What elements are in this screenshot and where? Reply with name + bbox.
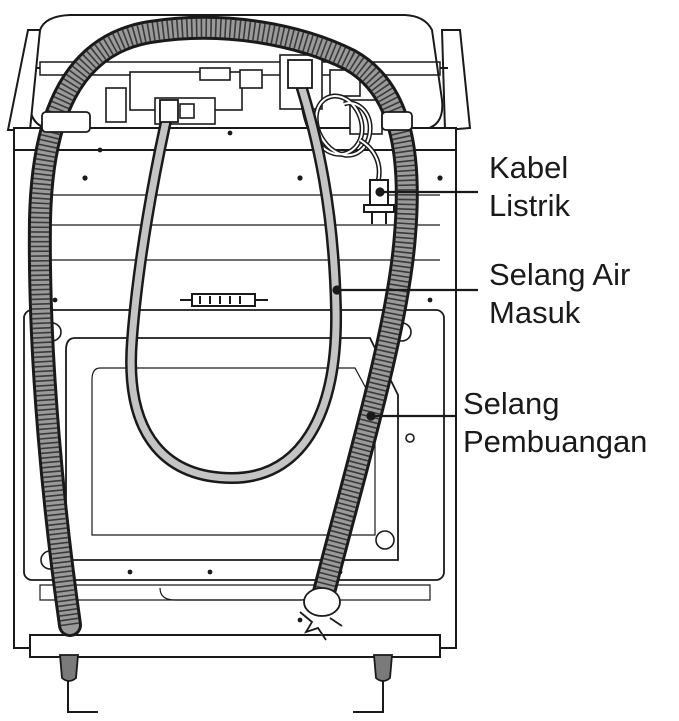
- inlet-hose-label-line1: Selang Air: [489, 257, 630, 292]
- inlet-connector: [159, 59, 313, 123]
- lid-side-right: [440, 29, 472, 132]
- inlet-hose-label-line2: Masuk: [489, 295, 581, 330]
- hose-holders: [41, 111, 413, 133]
- floor-markers: [67, 680, 384, 713]
- inlet-hose: [125, 76, 343, 485]
- back-panel: [23, 309, 445, 581]
- leader-lines: [332, 187, 478, 421]
- power-cable-label-line1: Kabel: [489, 150, 568, 185]
- drain-outlet: [299, 587, 343, 641]
- drain-hose-label-line2: Pembuangan: [463, 424, 647, 459]
- cabinet-base: [29, 634, 441, 658]
- power-cable-label-line2: Listrik: [489, 188, 570, 223]
- machine-feet: [59, 654, 393, 682]
- drain-hose-label-line1: Selang: [463, 386, 560, 421]
- center-bracket: [180, 293, 268, 307]
- drain-hose: [27, 15, 419, 637]
